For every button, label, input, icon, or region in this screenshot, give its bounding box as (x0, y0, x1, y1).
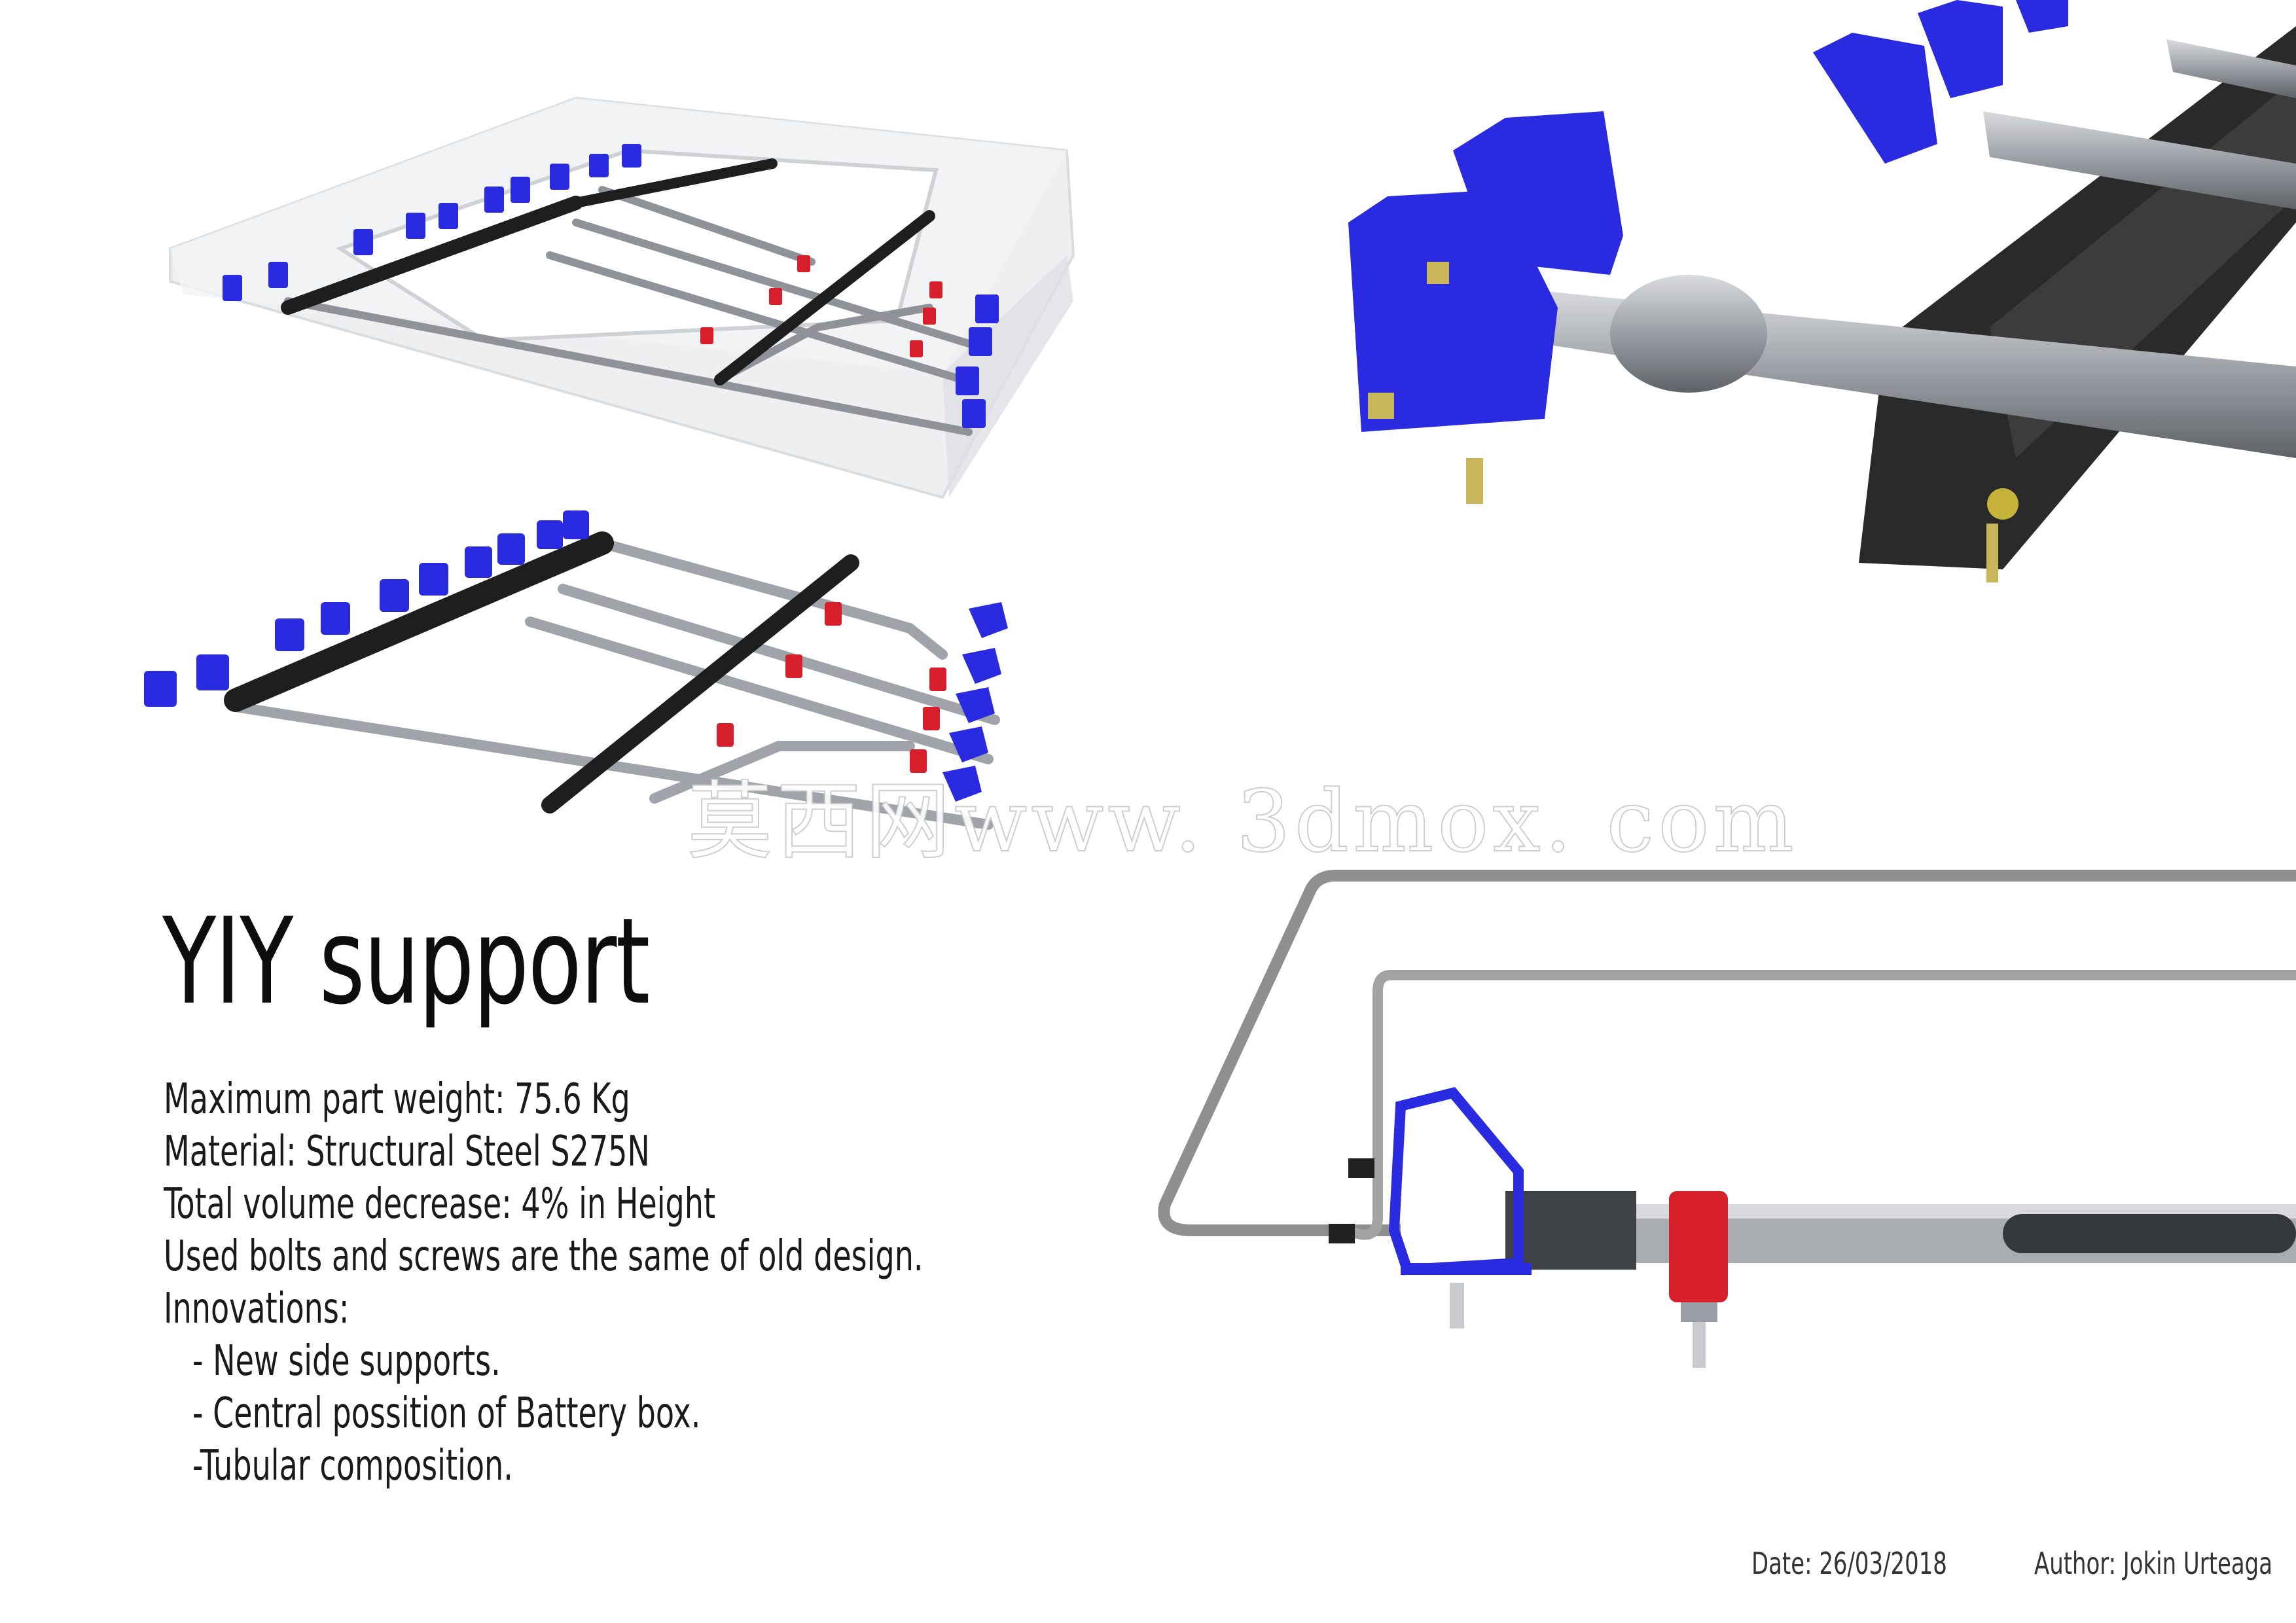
footer-date: Date: 26/03/2018 (1751, 1546, 1947, 1581)
page-title: YIY support (162, 892, 650, 1031)
side-support-bracket (1388, 1087, 1532, 1275)
spec-line: -Tubular composition. (164, 1442, 513, 1490)
red-clamps (717, 602, 946, 773)
render-closeup-side-supports (1348, 0, 2296, 582)
spec-line: - New side supports. (164, 1337, 501, 1385)
battery-box-outline (1158, 870, 2296, 1240)
spec-line: Innovations: (164, 1285, 350, 1333)
bolts (1329, 1158, 1464, 1329)
render-frame-in-battery-box (169, 96, 1075, 499)
spec-line: Used bolts and screws are the same of ol… (164, 1232, 924, 1281)
side-support-brackets (223, 144, 999, 428)
side-support-brackets (1348, 0, 2068, 432)
spec-line: Material: Structural Steel S275N (164, 1128, 650, 1176)
red-clamp (1669, 1191, 1728, 1368)
render-side-section (1158, 870, 2296, 1368)
frame-tubes (224, 531, 1000, 830)
spec-list: Maximum part weight: 75.6 Kg Material: S… (164, 1073, 924, 1492)
spec-line: Maximum part weight: 75.6 Kg (164, 1075, 630, 1124)
main-tube (1505, 1191, 2296, 1270)
side-support-brackets (144, 510, 1008, 802)
steel-tubes (1512, 39, 2296, 458)
spec-line: Total volume decrease: 4% in Height (164, 1180, 715, 1228)
frame-tubes (281, 158, 973, 436)
red-clamps (700, 255, 942, 357)
footer-author: Author: Jokin Urteaga (2034, 1546, 2273, 1581)
bolts (1368, 262, 1998, 582)
spec-line: - Central possition of Battery box. (164, 1389, 701, 1438)
render-frame-isolated (144, 510, 1008, 830)
watermark: 莫西网www. 3dmox. com (687, 771, 1798, 872)
